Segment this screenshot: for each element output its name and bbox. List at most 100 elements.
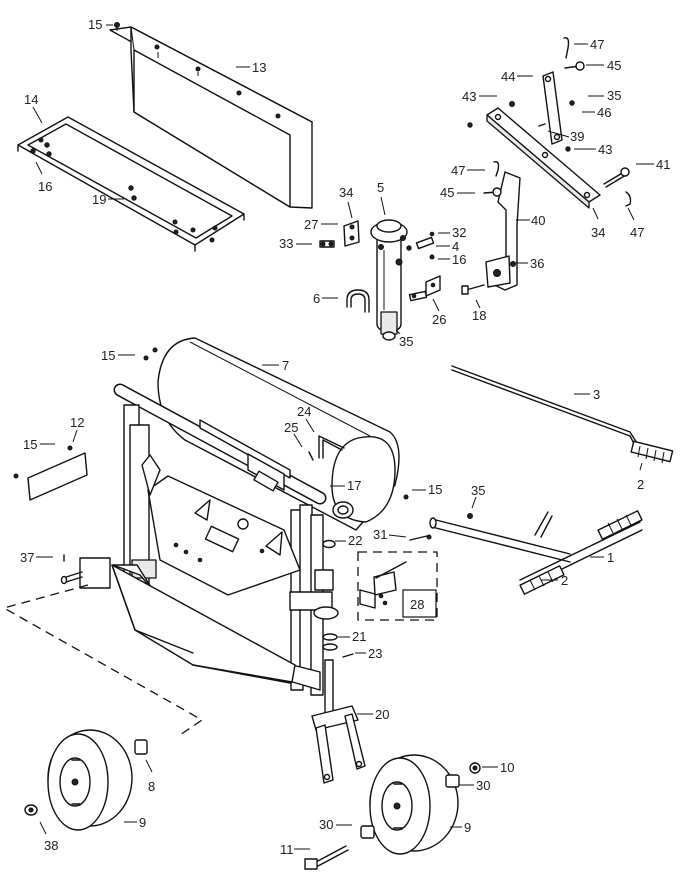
callout-text: 9 xyxy=(139,815,146,830)
callout-text: 35 xyxy=(399,334,413,349)
callout-text: 43 xyxy=(598,142,612,157)
callout-18: 18 xyxy=(472,299,486,323)
callout-35: 35 xyxy=(471,483,485,509)
callout-text: 15 xyxy=(428,482,442,497)
u-bolt-6-drawing xyxy=(346,289,370,313)
callout-text: 46 xyxy=(597,105,611,120)
callout-text: 44 xyxy=(501,69,515,84)
spout-hardware-drawing xyxy=(319,220,441,302)
callout-text: 30 xyxy=(319,817,333,832)
callout-text: 9 xyxy=(464,820,471,835)
callout-22: 22 xyxy=(335,533,362,548)
callout-47: 47 xyxy=(451,163,485,178)
callout-text: 6 xyxy=(313,291,320,306)
callout-15: 15 xyxy=(101,348,135,363)
callout-text: 7 xyxy=(282,358,289,373)
callout-text: 24 xyxy=(297,404,311,419)
callout-35: 35 xyxy=(395,329,413,349)
callout-4: 4 xyxy=(436,239,459,254)
callout-23: 23 xyxy=(355,646,382,661)
callout-text: 3 xyxy=(593,387,600,402)
handle-1-drawing xyxy=(403,494,643,595)
callout-text: 1 xyxy=(607,550,614,565)
callout-text: 5 xyxy=(377,180,384,195)
handle-24-drawing xyxy=(308,435,345,461)
callout-10: 10 xyxy=(482,760,514,775)
callout-43: 43 xyxy=(462,89,497,104)
callout-text: 25 xyxy=(284,420,298,435)
callout-40: 40 xyxy=(516,213,545,228)
spout-5-drawing xyxy=(370,219,408,341)
callout-33: 33 xyxy=(279,236,312,251)
callout-43: 43 xyxy=(574,142,612,157)
callout-text: 15 xyxy=(88,17,102,32)
callout-text: 35 xyxy=(471,483,485,498)
rod-3-drawing xyxy=(451,365,674,464)
frame-14-drawing xyxy=(17,116,245,252)
callout-38: 38 xyxy=(39,821,58,853)
caster-20-drawing xyxy=(311,633,366,784)
callout-text: 27 xyxy=(304,217,318,232)
callout-24: 24 xyxy=(297,404,315,433)
callout-text: 45 xyxy=(607,58,621,73)
callout-text: 26 xyxy=(432,312,446,327)
callout-47: 47 xyxy=(574,37,604,52)
callout-text: 40 xyxy=(531,213,545,228)
callout-text: 19 xyxy=(92,192,106,207)
callout-3: 3 xyxy=(574,387,600,402)
callout-25: 25 xyxy=(284,420,303,448)
callout-text: 17 xyxy=(347,478,361,493)
callout-text: 38 xyxy=(44,838,58,853)
callout-text: 31 xyxy=(373,527,387,542)
callout-text: 34 xyxy=(339,185,353,200)
callout-text: 39 xyxy=(570,129,584,144)
callout-12: 12 xyxy=(70,415,84,443)
callout-11: 11 xyxy=(280,842,310,857)
callout-45: 45 xyxy=(440,185,475,200)
callout-text: 10 xyxy=(500,760,514,775)
callout-text: 47 xyxy=(451,163,465,178)
callout-text: 28 xyxy=(410,597,424,612)
callout-text: 30 xyxy=(476,778,490,793)
callout-text: 15 xyxy=(23,437,37,452)
detail-28-drawing xyxy=(357,551,438,621)
callout-5: 5 xyxy=(377,180,386,216)
callout-41: 41 xyxy=(636,157,670,172)
callout-text: 2 xyxy=(637,477,644,492)
callout-text: 41 xyxy=(656,157,670,172)
callout-text: 37 xyxy=(20,550,34,565)
callout-text: 15 xyxy=(101,348,115,363)
callout-45: 45 xyxy=(586,58,621,73)
callout-7: 7 xyxy=(262,358,289,373)
panel-13-drawing xyxy=(109,22,313,209)
callout-32: 32 xyxy=(438,225,466,240)
callout-text: 14 xyxy=(24,92,38,107)
callout-16: 16 xyxy=(35,161,52,194)
callout-9: 9 xyxy=(124,815,146,830)
callout-15: 15 xyxy=(23,437,55,452)
linkage-drawing xyxy=(461,37,632,295)
callout-text: 23 xyxy=(368,646,382,661)
callout-text: 12 xyxy=(70,415,84,430)
callout-6: 6 xyxy=(313,291,338,306)
callout-text: 16 xyxy=(38,179,52,194)
callout-35: 35 xyxy=(588,88,621,103)
callout-46: 46 xyxy=(582,105,611,120)
callout-28: 28 xyxy=(410,597,424,612)
callout-8: 8 xyxy=(145,759,155,794)
callout-text: 33 xyxy=(279,236,293,251)
callout-20: 20 xyxy=(357,707,389,722)
callout-text: 47 xyxy=(590,37,604,52)
callout-2: 2 xyxy=(637,462,644,492)
callout-text: 21 xyxy=(352,629,366,644)
callout-text: 18 xyxy=(472,308,486,323)
callout-text: 47 xyxy=(630,225,644,240)
callout-text: 4 xyxy=(452,239,459,254)
callout-13: 13 xyxy=(236,60,266,75)
callout-14: 14 xyxy=(24,92,43,124)
callout-30: 30 xyxy=(319,817,352,832)
callout-text: 8 xyxy=(148,779,155,794)
callout-37: 37 xyxy=(20,550,53,565)
callout-21: 21 xyxy=(338,629,366,644)
